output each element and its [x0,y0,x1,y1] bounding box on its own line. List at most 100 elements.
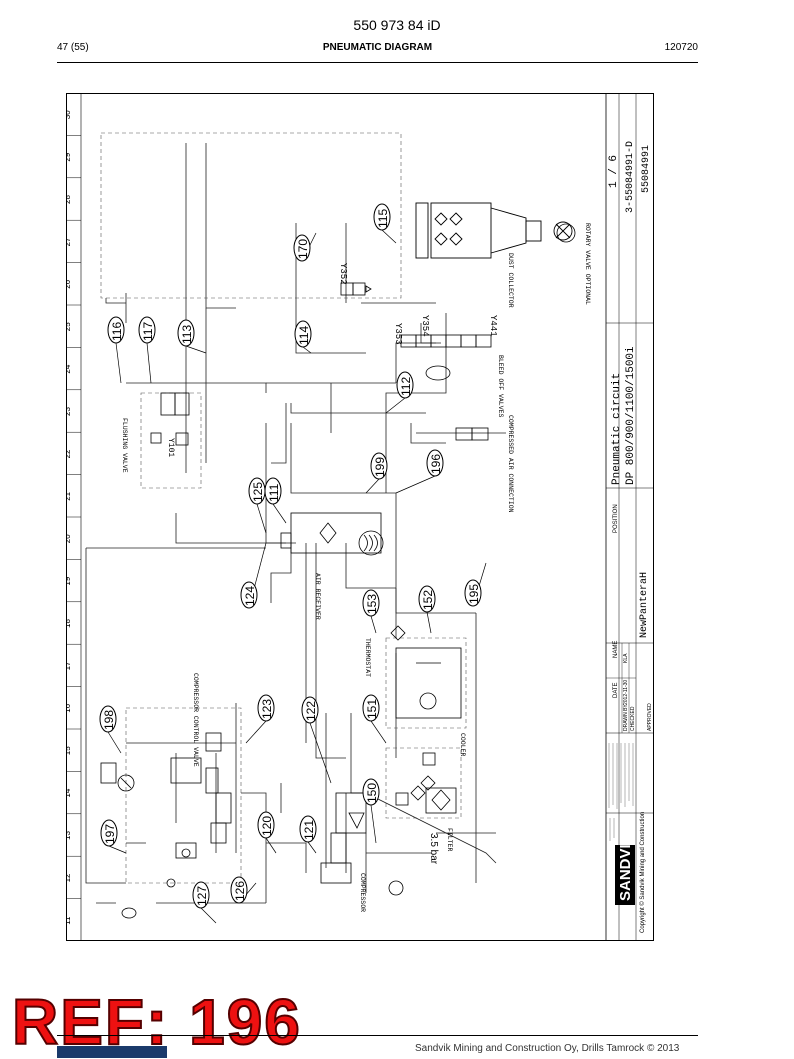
callout-text: 112 [399,377,413,396]
callout-text: 151 [365,699,379,719]
compressed-air-valve [455,427,489,441]
callout-114: 114 [294,320,312,348]
callout-195: 195 [464,579,482,607]
callout-151: 151 [362,694,380,722]
bleed-off-valves [400,334,492,381]
label-bleed-valves: BLEED OFF VALVES [497,355,504,418]
callout-leader [185,345,207,354]
label-filter: FILTER [446,828,453,852]
title-block-doc-2: 55084991 [641,145,652,193]
page-title: PNEUMATIC DIAGRAM [322,42,433,53]
compressor-symbol [320,792,409,896]
header-rule [57,62,698,63]
callout-leader [381,229,397,244]
label-y441: Y441 [488,315,498,337]
callout-leader [365,478,380,494]
callout-leader [370,804,377,844]
label-thermostat: THERMOSTAT [364,638,371,677]
rotary-valve-symbol [556,223,576,243]
page-number: 47 (55) [57,42,89,53]
callout-leader [426,611,432,634]
callout-text: 153 [365,594,379,614]
title-block-brand: SANDVIK [617,833,634,901]
callout-120: 120 [257,811,275,839]
callout-112: 112 [396,371,414,399]
label-y352: Y352 [338,263,348,285]
filter-symbol [425,787,457,814]
diagram-frame [66,93,654,941]
callout-113: 113 [177,319,195,347]
title-block-product: NewPanteraH [639,572,650,638]
label-cooler: COOLER [459,733,466,757]
callout-leader [370,720,387,744]
grid-number: 20 [66,534,72,543]
title-block-doc-1: 3-55084991-D [625,141,636,213]
label-compressor: COMPRESSOR [359,873,366,912]
title-block-drawn-name: KLA [623,653,629,663]
callout-leader [200,907,217,924]
callout-text: 198 [102,710,116,730]
label-y101: Y101 [166,438,175,457]
title-block-copyright: Copyright © Sandvik Mining and Construct… [639,812,646,933]
grid-number: 26 [66,279,72,288]
grid-number: 30 [66,110,72,119]
callout-126: 126 [230,876,248,904]
callout-text: 124 [243,586,257,606]
callout-leader [108,845,127,854]
grid-number: 16 [66,703,72,712]
callout-leader [256,503,267,534]
grid-number: 28 [66,195,72,204]
callout-117: 117 [138,316,156,344]
title-block-approved-label: APPROVED [647,703,653,731]
title-block-title-2: DP 800/900/1100/1500i [625,346,637,485]
grid-number: 15 [66,746,72,755]
valve-y352 [340,282,372,296]
callout-text: 197 [103,824,117,844]
callout-197: 197 [100,819,118,847]
callout-text: 152 [421,590,435,610]
callout-leader [370,615,377,634]
callout-leader [272,503,287,524]
callout-199: 199 [370,452,388,480]
callout-text: 114 [297,326,311,345]
title-block-date-label: DATE [613,682,619,698]
label-y353: Y353 [393,323,403,345]
pneumatic-diagram: 1112131415161718192021222324252627282930… [66,93,654,941]
callout-text: 126 [233,881,247,901]
label-compressed-air: COMPRESSED AIR CONNECTION [507,415,514,513]
callout-text: 199 [373,457,387,477]
date-code: 120720 [664,42,698,53]
grid-number: 14 [66,788,72,797]
grid-number: 25 [66,322,72,331]
dust-collector-symbol [415,202,573,259]
callout-text: 111 [267,483,281,502]
callout-198: 198 [99,705,117,733]
grid-number: 13 [66,831,72,840]
grid-number: 23 [66,407,72,416]
callout-121: 121 [299,815,317,843]
callout-125: 125 [248,477,266,505]
title-block-sheet: 1 / 6 [608,155,620,188]
callout-text: 117 [141,322,155,341]
grid-number: 29 [66,152,72,161]
callout-text: 120 [260,816,274,836]
compressor-control-symbol [100,732,232,919]
label-compressor-control: COMPRESSOR CONTROL VALVE [192,673,199,767]
document-number: 550 973 84 iD [353,17,441,33]
callout-123: 123 [257,694,275,722]
callout-124: 124 [240,581,258,609]
air-receiver-symbol [280,512,384,556]
callout-leader [385,397,406,414]
label-y354: Y354 [420,315,430,337]
grid-number: 24 [66,364,72,373]
flushing-valve-symbol [150,392,190,446]
callout-text: 116 [110,322,124,341]
callout-111: 111 [264,477,282,505]
callout-leader [107,731,122,754]
callout-leader [309,722,332,784]
title-block-checked-label: CHECKED [630,706,636,731]
callout-152: 152 [418,585,436,613]
grid-number: 22 [66,449,72,458]
title-block-title-1: Pneumatic circuit [611,373,623,485]
